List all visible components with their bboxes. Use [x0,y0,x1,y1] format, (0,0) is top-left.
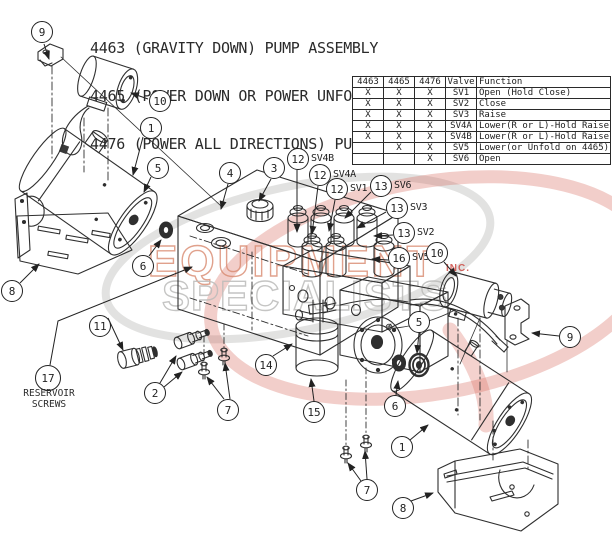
left-mount-bracket [14,192,133,275]
valve-tag-sv5: SV5 [412,252,430,263]
callout-13-sv2: 13 [393,222,415,244]
right-mount-bracket [437,448,559,532]
callout-12-sv4a: 12 [309,164,331,186]
left-solenoid-motor [77,55,139,112]
left-grommet-seal [158,221,174,239]
callout-12-sv4b: 12 [287,148,309,170]
cartridge-fitting-upper [173,328,210,350]
right-solenoid-motor [439,271,513,321]
callout-3: 3 [263,157,285,179]
col-header-4463: 4463 [352,76,384,88]
callout-5-left: 5 [147,157,169,179]
valve-tag-sv1: SV1 [350,183,368,194]
reservoir-note-line2: SCREWS [31,399,67,410]
col-header-valve: Valve [445,76,477,88]
callout-15: 15 [303,401,325,423]
callout-7-right: 7 [356,479,378,501]
hydraulic-hose [339,298,509,353]
callout-9-left: 9 [31,21,53,43]
left-small-bracket [37,43,64,67]
filter-canister [294,299,339,377]
callout-leaders [19,43,560,502]
reservoir-screws-note: RESERVOIR SCREWS [14,388,84,410]
callout-11: 11 [89,315,111,337]
valve-tag-sv6: SV6 [394,180,412,191]
filler-cap [246,198,274,223]
table-header-row: 4463 4465 4476 Valve Function [352,76,612,88]
reservoir-note-line1: RESERVOIR [23,388,75,399]
callout-16-sv5: 16 [388,247,410,269]
title-line-1: 4463 (GRAVITY DOWN) PUMP ASSEMBLY [90,39,379,57]
col-header-4465: 4465 [383,76,415,88]
callout-12-sv1: 12 [326,178,348,200]
ribbed-plug [117,345,158,369]
callout-13-sv6: 13 [370,175,392,197]
callout-10-left: 10 [149,90,171,112]
reservoir-tank [177,169,399,356]
valve-tag-sv4a: SV4A [333,169,356,180]
valve-tag-sv4b: SV4B [311,153,334,164]
callout-6-left: 6 [132,255,154,277]
callout-5-right: 5 [408,311,430,333]
left-motor-wire [61,105,90,156]
callout-7-left: 7 [217,399,239,421]
callout-9-right: 9 [559,326,581,348]
callout-6-right: 6 [384,395,406,417]
callout-8-right: 8 [392,497,414,519]
callout-8-left: 8 [1,280,23,302]
right-small-bracket [504,298,530,346]
valve-tag-sv3: SV3 [410,202,428,213]
callout-1-left: 1 [140,117,162,139]
callout-10-right: 10 [426,242,448,264]
watermark-logo: EQUIPMENT SPECIALISTS INC. [101,170,612,433]
callout-17-reservoir-screws: 17 [35,365,61,391]
mount-screws-right [339,367,373,464]
col-header-4476: 4476 [414,76,446,88]
valve-tag-sv2: SV2 [417,227,435,238]
callout-4: 4 [219,162,241,184]
watermark-line3: INC. [446,263,470,274]
callout-13-sv3: 13 [386,197,408,219]
col-header-function: Function [475,76,612,88]
callout-1-right: 1 [391,436,413,458]
callout-14: 14 [255,354,277,376]
cartridge-fitting-lower [176,349,213,371]
callout-2: 2 [144,382,166,404]
left-pump-motor [18,127,158,256]
ground-wire [385,309,456,331]
